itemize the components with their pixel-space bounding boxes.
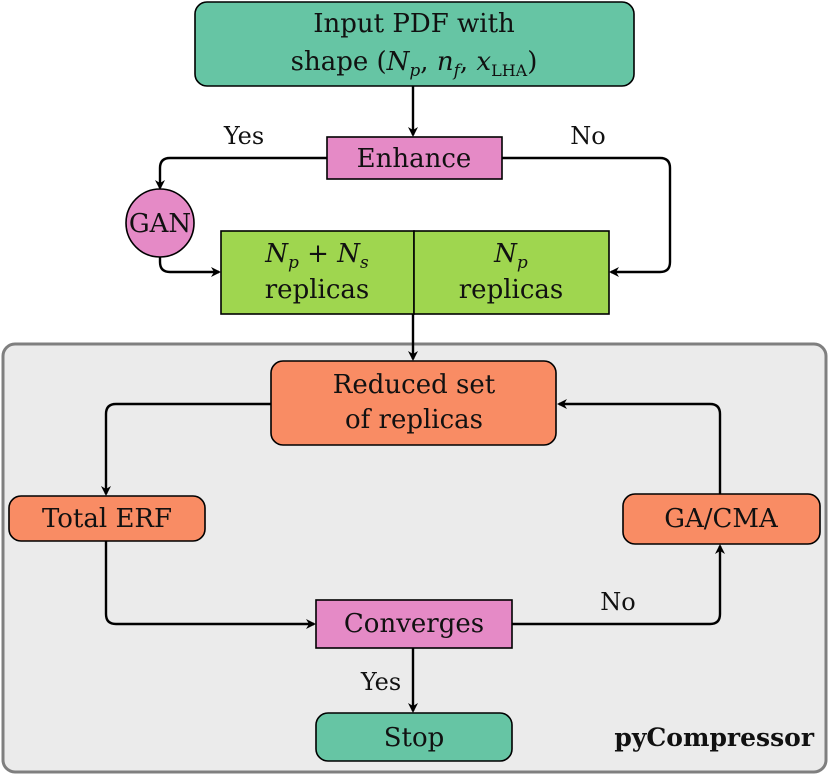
gan-node <box>125 188 195 258</box>
enhance-node <box>326 136 503 180</box>
converges-label: Converges <box>344 609 484 639</box>
ga-cma-label: GA/CMA <box>664 504 779 534</box>
total-erf-node <box>8 495 206 542</box>
edge-enhance-to-gan <box>155 156 327 190</box>
reduced-set-line1: Reduced set <box>333 370 496 400</box>
enhance-label: Enhance <box>357 144 472 174</box>
replicas-right-node <box>413 230 610 315</box>
replicas-left-node <box>220 230 415 315</box>
edge-total-erf-to-converges <box>104 541 316 629</box>
reduced-set-node <box>270 360 557 446</box>
edge-enhance-to-replicas-no <box>502 156 672 277</box>
edge-gan-to-replicas <box>158 257 221 277</box>
converges-no-label: No <box>600 588 635 616</box>
edge-converges-to-ga-cma <box>512 544 725 626</box>
enhance-yes-label: Yes <box>223 122 264 150</box>
stop-label: Stop <box>384 723 445 753</box>
reduced-set-line2: of replicas <box>345 405 483 435</box>
stop-node <box>315 712 513 762</box>
ga-cma-node <box>622 493 821 545</box>
converges-node <box>315 599 513 649</box>
total-erf-label: Total ERF <box>42 504 172 534</box>
edge-reduced-to-total-erf <box>101 402 271 496</box>
input-pdf-line1: Input PDF with <box>313 9 515 39</box>
gan-label: GAN <box>129 209 191 239</box>
pycompressor-label: pyCompressor <box>614 723 814 752</box>
edge-ga-cma-to-reduced <box>557 399 722 494</box>
enhance-no-label: No <box>570 122 605 150</box>
input-pdf-line2: shape (Np, nf, xLHA) <box>291 47 538 81</box>
replicas-left-line1: Np + Ns <box>264 239 369 273</box>
replicas-right-line1: Np <box>493 239 528 273</box>
input-pdf-node <box>194 1 635 87</box>
replicas-right-line2: replicas <box>459 275 564 305</box>
replicas-left-line2: replicas <box>265 275 370 305</box>
pycompressor-panel <box>1 342 828 774</box>
converges-yes-label: Yes <box>360 668 401 696</box>
